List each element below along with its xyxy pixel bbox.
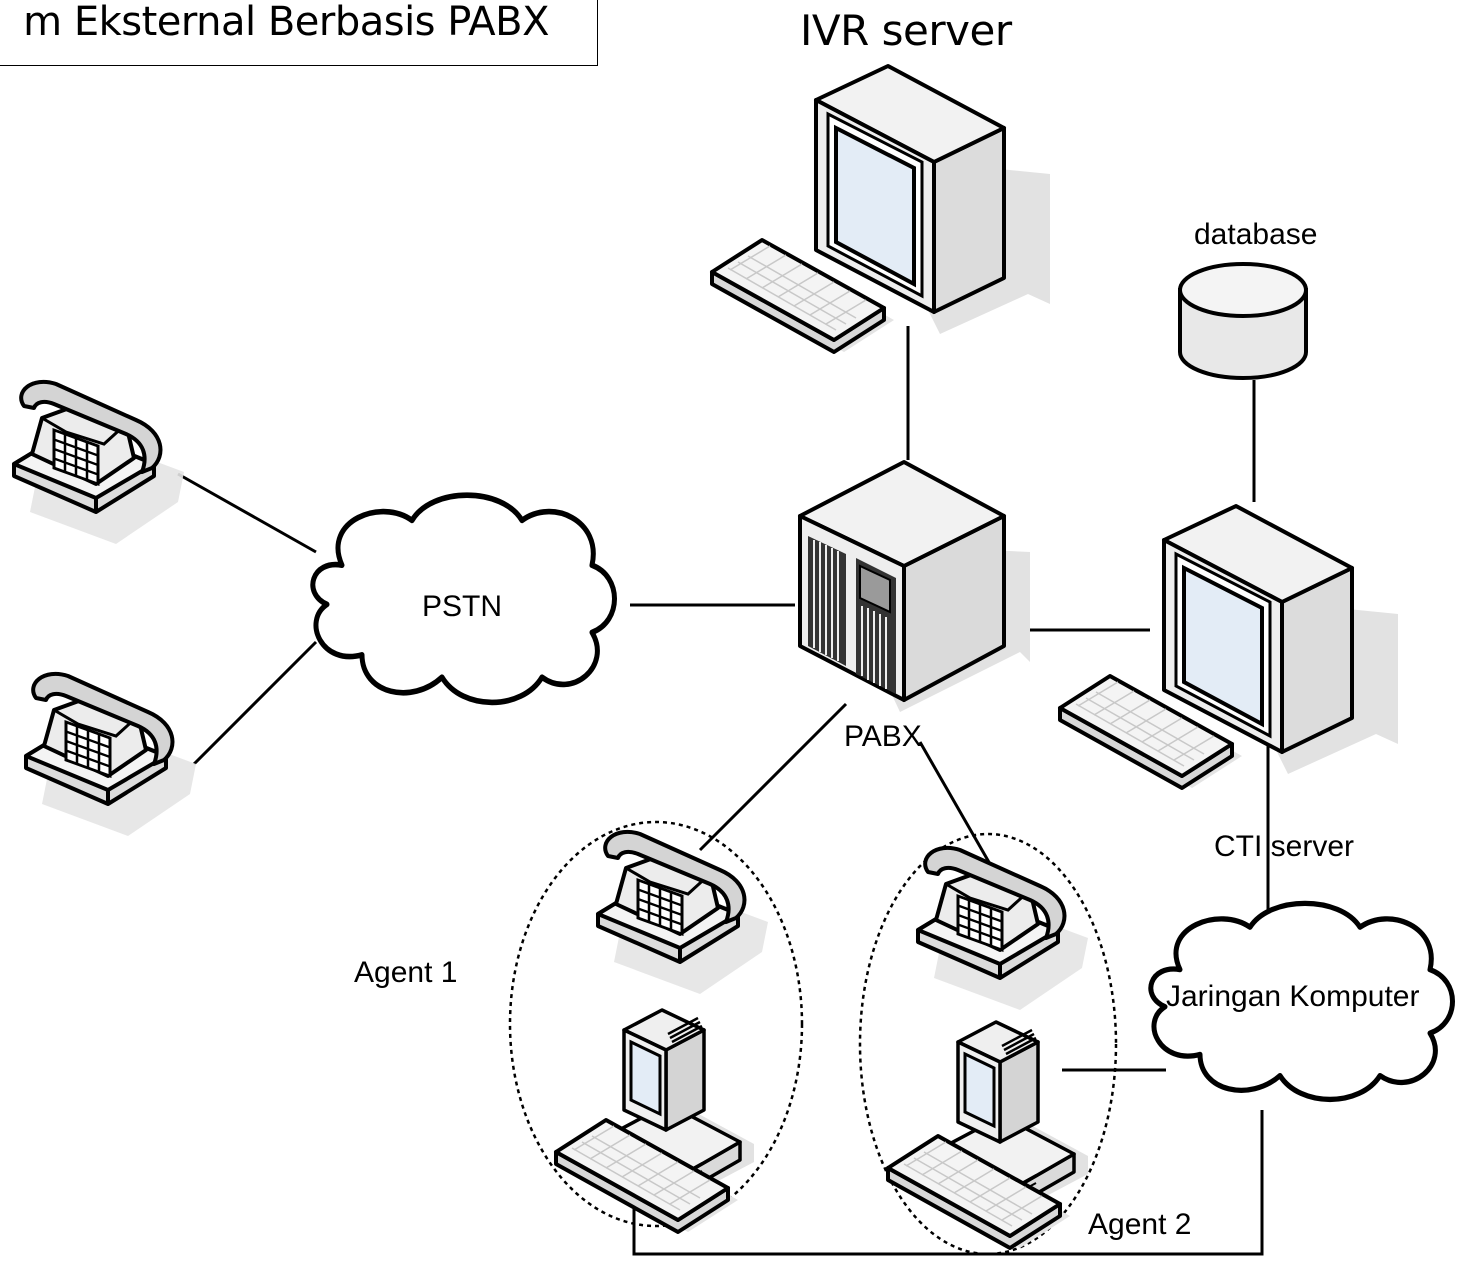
pabx-icon	[798, 460, 1030, 712]
line-phone1-pstn	[177, 472, 317, 554]
connection-lines	[177, 326, 1270, 1256]
ivr-server	[710, 64, 1052, 354]
line-agent1-network	[632, 1110, 1264, 1256]
line-pabx-agent2-phone	[918, 741, 992, 865]
label-pstn: PSTN	[422, 590, 502, 623]
database-icon	[1178, 262, 1308, 380]
label-database: database	[1194, 218, 1317, 251]
telephone-icon	[596, 829, 770, 996]
label-jaringan-komputer: Jaringan Komputer	[1166, 980, 1419, 1013]
agent-2-group-outline	[858, 832, 1118, 1256]
agent-2-workstation	[886, 845, 1090, 1250]
line-pabx-agent1-phone	[698, 702, 848, 852]
line-phone2-pstn	[192, 640, 318, 766]
label-agent-1: Agent 1	[354, 956, 457, 989]
telephone-icon	[12, 379, 186, 546]
telephone-icon	[24, 671, 198, 838]
agent-1-workstation	[554, 829, 770, 1234]
agent-1-group-outline	[508, 820, 804, 1228]
cti-server	[1058, 504, 1400, 790]
label-ivr-server: IVR server	[800, 6, 1012, 55]
label-cti-server: CTI server	[1214, 830, 1354, 863]
diagram-title: m Eksternal Berbasis PABX	[23, 0, 549, 45]
label-agent-2: Agent 2	[1088, 1208, 1191, 1241]
label-pabx: PABX	[844, 720, 922, 753]
telephone-icon	[916, 845, 1090, 1012]
title-box: m Eksternal Berbasis PABX	[0, 0, 598, 66]
